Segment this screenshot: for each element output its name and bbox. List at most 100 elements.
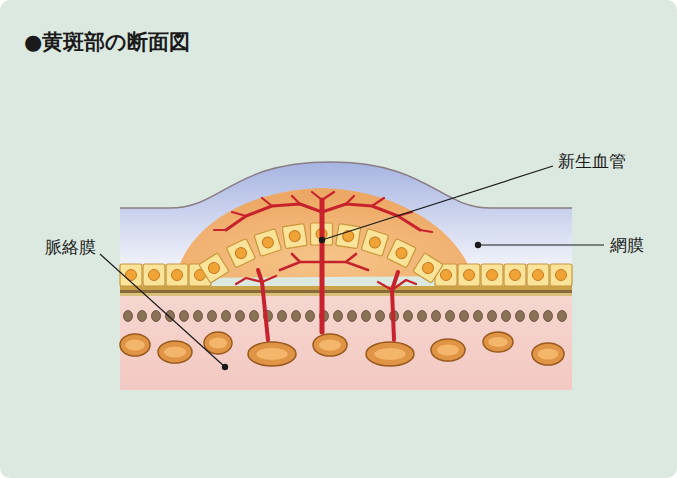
rpe-cell <box>387 238 416 267</box>
cell-nucleus <box>368 236 382 250</box>
cell-nucleus <box>172 270 183 281</box>
rpe-cell <box>282 224 307 249</box>
cell-nucleus <box>206 260 221 275</box>
cell-body <box>166 264 188 286</box>
cell-nucleus <box>556 270 567 281</box>
vessel-lumen <box>437 345 459 356</box>
choroid-cell <box>292 311 301 322</box>
rpe-cell <box>143 264 165 286</box>
vessel-lumen <box>319 340 341 351</box>
cell-nucleus <box>420 260 435 275</box>
vessel-lumen <box>538 349 559 360</box>
vessel-lumen <box>374 348 405 360</box>
rpe-cell <box>458 264 480 286</box>
choroid <box>120 296 572 390</box>
choroid-vessel <box>204 332 232 354</box>
choroid-vessel <box>431 339 465 361</box>
rpe-cell <box>254 229 282 257</box>
choroid-cell <box>446 311 455 322</box>
choroid-vessel <box>158 341 192 363</box>
membrane <box>120 290 572 293</box>
rpe-cell <box>413 253 443 283</box>
vessel-lumen <box>209 338 227 349</box>
diagram-title: ●黄斑部の断面図 <box>24 28 190 56</box>
choroid-cell <box>180 311 189 322</box>
vessel-lumen <box>256 348 287 360</box>
cell-body <box>199 253 229 283</box>
cell-body <box>361 229 389 257</box>
choroid-vessels <box>120 332 564 366</box>
choroid-cell <box>488 311 497 322</box>
membrane <box>120 293 572 296</box>
cell-body <box>387 238 416 267</box>
rpe-cell <box>527 264 549 286</box>
cell-nucleus <box>394 246 409 261</box>
choroid-cell <box>222 311 231 322</box>
choroid-cell <box>250 311 259 322</box>
choroid-cell <box>418 311 427 322</box>
membrane <box>120 286 572 290</box>
choroid-cells <box>124 311 567 322</box>
cell-body <box>413 253 443 283</box>
rpe-cell <box>166 264 188 286</box>
cell-nucleus <box>510 270 521 281</box>
choroid-cell <box>376 311 385 322</box>
choroid-cell <box>474 311 483 322</box>
rpe-cell <box>550 264 572 286</box>
choroid-cell <box>432 311 441 322</box>
cell-nucleus <box>464 270 475 281</box>
cell-body <box>527 264 549 286</box>
cell-nucleus <box>149 270 160 281</box>
choroid-cell <box>516 311 525 322</box>
rpe-cell <box>226 238 255 267</box>
choroid-cell <box>544 311 553 322</box>
leader-lines <box>100 166 604 370</box>
vessel-lumen <box>488 337 508 347</box>
choroid-cell <box>278 311 287 322</box>
choroid-cell <box>348 311 357 322</box>
cell-nucleus <box>288 230 301 243</box>
choroid-vessel <box>313 334 347 356</box>
choroid-cell <box>530 311 539 322</box>
choroid-vessel <box>248 342 296 366</box>
choroid-cell <box>334 311 343 322</box>
choroid-vessel <box>366 342 414 366</box>
choroid-cell <box>208 311 217 322</box>
choroid-cell <box>558 311 567 322</box>
cell-nucleus <box>261 236 275 250</box>
choroid-cell <box>138 311 147 322</box>
part-label: 網膜 <box>610 234 644 257</box>
cell-body <box>458 264 480 286</box>
cell-body <box>143 264 165 286</box>
choroid-cell <box>306 311 315 322</box>
choroid-cell <box>502 311 511 322</box>
choroid-cell <box>460 311 469 322</box>
choroid-cell <box>236 311 245 322</box>
new-vessels <box>214 192 432 340</box>
rpe-cell <box>481 264 503 286</box>
rpe-cell <box>336 224 361 249</box>
choroid-cell <box>194 311 203 322</box>
cell-body <box>481 264 503 286</box>
cell-nucleus <box>441 270 452 281</box>
cell-body <box>504 264 526 286</box>
choroid-cell <box>362 311 371 322</box>
part-label: 脈絡膜 <box>45 236 96 259</box>
rpe-cell <box>199 253 229 283</box>
choroid-cell <box>152 311 161 322</box>
vessel-lumen <box>125 340 145 351</box>
cell-body <box>226 238 255 267</box>
cell-nucleus <box>533 270 544 281</box>
rpe-cell <box>504 264 526 286</box>
choroid-vessel <box>483 332 513 352</box>
cell-nucleus <box>487 270 498 281</box>
cell-body <box>336 224 361 249</box>
choroid-cell <box>124 311 133 322</box>
choroid-cell <box>404 311 413 322</box>
cell-nucleus <box>234 246 249 261</box>
cell-body <box>254 229 282 257</box>
cell-body <box>282 224 307 249</box>
cell-body <box>550 264 572 286</box>
